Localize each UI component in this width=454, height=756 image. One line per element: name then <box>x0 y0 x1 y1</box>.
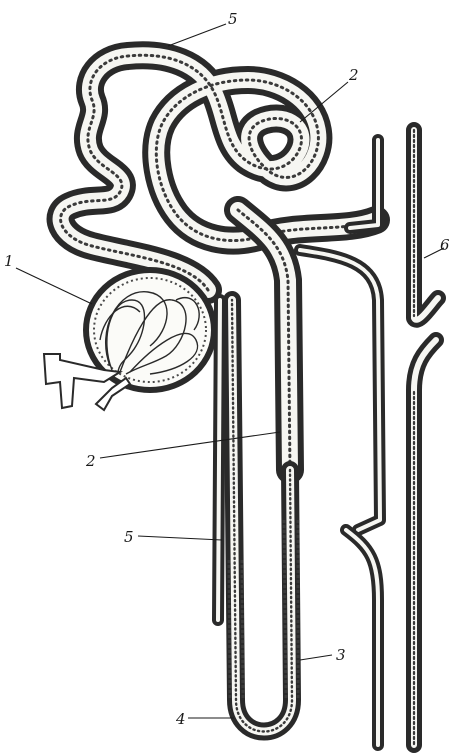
leader-5-top <box>168 24 226 46</box>
leader-1 <box>16 268 92 304</box>
label-collecting-duct: 6 <box>440 236 450 254</box>
label-descending-segment: 2 <box>85 452 96 470</box>
leader-3 <box>300 655 332 660</box>
leader-5-loop <box>138 536 222 540</box>
label-convoluted-tubule: 2 <box>348 66 359 84</box>
collecting-duct <box>414 130 438 745</box>
ascending-limb <box>218 300 220 620</box>
label-tubule-top: 5 <box>228 10 238 28</box>
label-loop-bend: 4 <box>175 710 186 728</box>
leader-2-loop <box>100 432 280 458</box>
label-ascending-segment: 5 <box>124 528 134 546</box>
label-glomerulus: 1 <box>4 252 14 270</box>
glomerulus <box>44 270 214 410</box>
label-thin-segment: 3 <box>336 646 346 664</box>
